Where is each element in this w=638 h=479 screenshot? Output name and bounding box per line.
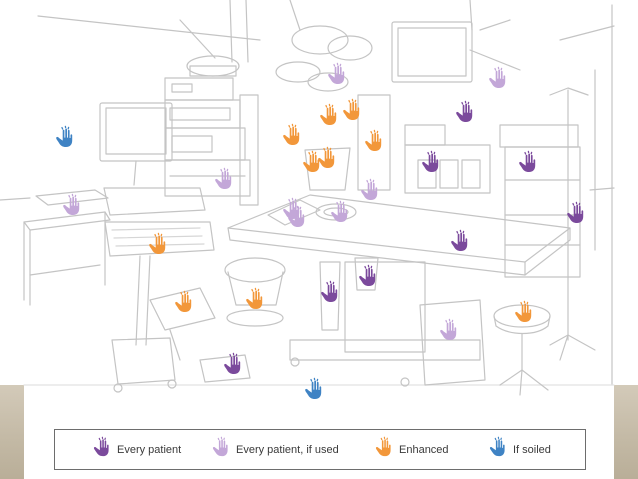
hand-icon xyxy=(325,62,349,91)
hand-icon xyxy=(453,100,477,129)
hand-icon xyxy=(300,150,324,179)
hand-icon xyxy=(362,129,386,158)
legend-label: Every patient xyxy=(117,443,182,456)
hand-icon xyxy=(210,436,236,463)
hand-icon xyxy=(437,318,461,347)
operating-table xyxy=(227,194,571,387)
hand-icon xyxy=(358,178,382,207)
hand-icon xyxy=(516,150,540,179)
instrument-tray-stand xyxy=(149,287,216,361)
hand-icon xyxy=(302,377,326,406)
legend-item-every-patient-if-used: Every patient, if used xyxy=(210,430,339,469)
hand-icon xyxy=(317,103,341,132)
hand-icon xyxy=(486,66,510,95)
legend-label: Every patient, if used xyxy=(236,443,339,456)
hand-icon xyxy=(285,205,309,234)
hand-icon xyxy=(53,125,77,154)
legend: Every patient Every patient, if used Enh… xyxy=(54,429,586,470)
hand-icon xyxy=(328,200,352,229)
surgical-lights xyxy=(179,0,373,92)
hand-icon xyxy=(512,300,536,329)
ceiling-monitor xyxy=(391,0,521,83)
floor-waste xyxy=(199,354,251,383)
legend-label: If soiled xyxy=(513,443,551,456)
hand-icon xyxy=(172,290,196,319)
side-table xyxy=(23,189,111,306)
equipment-tower xyxy=(164,77,259,206)
hand-icon xyxy=(373,436,399,463)
legend-label: Enhanced xyxy=(399,443,449,456)
hand-icon xyxy=(448,229,472,258)
legend-item-if-soiled: If soiled xyxy=(487,430,551,469)
background-band-left xyxy=(0,385,24,479)
workstation-cart xyxy=(104,221,215,393)
hand-icon xyxy=(212,167,236,196)
hand-icon xyxy=(564,201,588,230)
background-band-right xyxy=(614,385,638,479)
hand-icon xyxy=(221,352,245,381)
room-walls xyxy=(0,4,615,386)
hand-icon xyxy=(356,264,380,293)
hand-icon xyxy=(318,280,342,309)
hand-icon xyxy=(280,123,304,152)
computer-monitor xyxy=(99,102,206,216)
hand-icon xyxy=(487,436,513,463)
hand-icon xyxy=(60,193,84,222)
legend-item-every-patient: Every patient xyxy=(91,430,181,469)
hand-icon xyxy=(419,150,443,179)
hand-icon xyxy=(243,287,267,316)
hand-icon xyxy=(315,146,339,175)
hand-icon xyxy=(91,436,117,463)
hand-icon xyxy=(340,98,364,127)
legend-item-enhanced: Enhanced xyxy=(373,430,449,469)
hand-icon xyxy=(146,232,170,261)
linen-hamper xyxy=(304,94,391,191)
supply-cart xyxy=(404,124,581,278)
